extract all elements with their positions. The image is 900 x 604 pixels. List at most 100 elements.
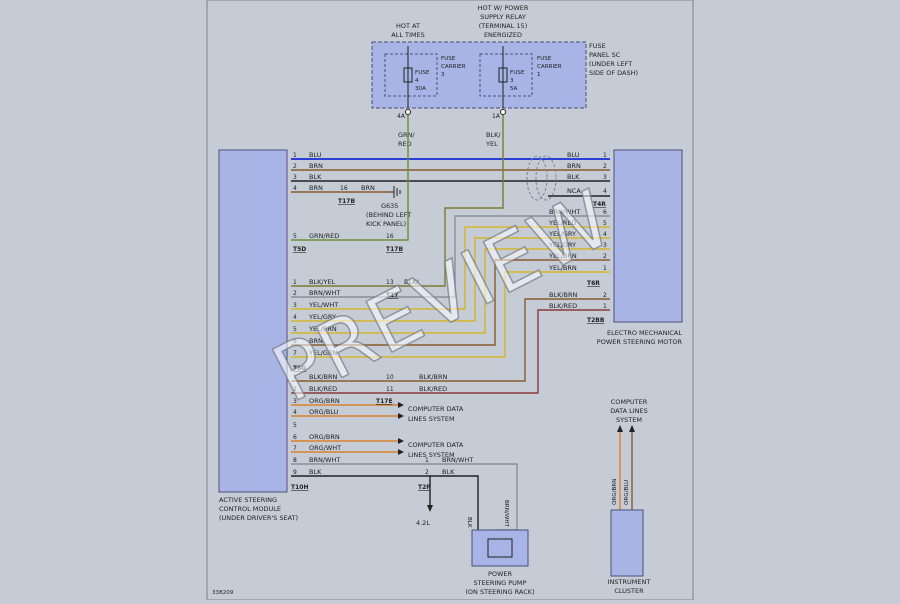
g4-wire-4: ORG/BLU <box>309 408 339 416</box>
g2-mid-pin: 16 <box>386 233 394 240</box>
hot-at-all-times-2: ALL TIMES <box>391 31 424 39</box>
g3-wire-3: YEL/WHT <box>308 301 338 309</box>
g4-pin-4: 4 <box>293 409 297 416</box>
g4-pin-8: 8 <box>293 457 297 464</box>
cluster-wire-left: ORG/BRN <box>612 479 618 505</box>
fuse-left-label-2: 4 <box>415 78 419 84</box>
g4-wire-6: ORG/BRN <box>309 433 340 441</box>
g4-data-lines-2a: COMPUTER DATA <box>408 441 464 449</box>
g1-pin-1: 1 <box>293 152 297 159</box>
g3-rwire-1: BRN/WHT <box>549 208 580 216</box>
g4-pin-6: 6 <box>293 434 297 441</box>
g3-rpin-4: 3 <box>603 242 607 249</box>
g4-wire-9: BLK <box>309 468 322 476</box>
g3-pin-1: 1 <box>293 279 297 286</box>
g3-wire-6: BRN <box>309 337 323 345</box>
g3-wire-7: YEL/GRN <box>308 349 337 357</box>
feed-right-wire-1: BLK/ <box>486 131 501 139</box>
right-module-name-2: POWER STEERING MOTOR <box>597 338 683 346</box>
arrow-data-1a <box>398 402 404 408</box>
g3-rpin2-2: 1 <box>603 303 607 310</box>
g3-wire-1: BLK/YEL <box>309 278 336 286</box>
cluster-name-1: INSTRUMENT <box>608 578 651 586</box>
arrow-data-1b <box>398 413 404 419</box>
g1-rpin-1: 1 <box>603 152 607 159</box>
g4-wire-1: BLK/BRN <box>309 373 338 381</box>
fuse-right-label-3: 5A <box>510 86 518 92</box>
shield-loop-1 <box>526 155 548 201</box>
wire-yel-gry <box>291 237 610 322</box>
group3-labels: 1 BLK/YEL 2 BRN/WHT 3 YEL/WHT 4 YEL/GRY … <box>293 208 607 372</box>
fuse-right-terminal: 1A <box>492 113 501 120</box>
fuse-right-label-1: FUSE <box>510 70 525 76</box>
g1-wire-3: BLK <box>309 173 322 181</box>
wire-blk-brn <box>291 298 610 382</box>
g2-mid-connector: T17B <box>386 246 403 253</box>
cluster-wire-right: ORG/BLU <box>624 480 630 505</box>
g4-pin-1: 1 <box>293 374 297 381</box>
ground-g635-icon <box>390 186 401 198</box>
g3-rwire-6: YEL/BRN <box>548 264 577 272</box>
fuse-left-box <box>384 53 438 97</box>
fuse-right-box <box>479 53 533 97</box>
fuse-left-carrier-1: FUSE <box>441 56 456 62</box>
g3-rwire-2: YEL/RED <box>548 219 577 227</box>
g4-mid-wire-9: BLK <box>442 468 455 476</box>
g3-pin-5: 5 <box>293 326 297 333</box>
g1-pin-2: 2 <box>293 163 297 170</box>
power-steering-pump <box>471 529 529 567</box>
cluster-top-3: SYSTEM <box>616 416 642 424</box>
g4-wire-3: ORG/BRN <box>309 397 340 405</box>
right-module-name-1: ELECTRO MECHANICAL <box>607 329 682 337</box>
group4-labels: 1 BLK/BRN 10 BLK/BRN 2 BLK/RED 11 BLK/RE… <box>291 373 473 527</box>
g3-wire-5: YEL/BRN <box>308 325 337 333</box>
g4-left-connector: T10H <box>291 484 308 491</box>
g3-rwire-3: YEL/GRY <box>548 230 576 238</box>
g4-pin-3: 3 <box>293 398 297 405</box>
pump-wire-left: BLK <box>466 517 472 528</box>
wire-blk-red <box>291 309 610 394</box>
g3-mid-connector: T17 <box>386 292 398 299</box>
g3-rwire-4: YEL/GRY <box>548 241 576 249</box>
g3-rpin-1: 6 <box>603 209 607 216</box>
g3-left-connector: T8G <box>293 365 306 372</box>
g1-pin-3: 3 <box>293 174 297 181</box>
g3-wire-4: YEL/GRY <box>308 313 336 321</box>
g3-wire-2: BRN/WHT <box>309 289 340 297</box>
figure-id: 338209 <box>212 590 234 596</box>
arrow-data-2b <box>398 449 404 455</box>
g1-rpin-2: 2 <box>603 163 607 170</box>
g1-rpin-4: 4 <box>603 188 607 195</box>
g4-mid-connector: T17E <box>376 398 393 405</box>
g2-pin: 5 <box>293 233 297 240</box>
g1-rwire-1: BLU <box>567 151 580 159</box>
g4-data-lines-2b: LINES SYSTEM <box>408 451 455 459</box>
fuse-panel-label-3: (UNDER LEFT <box>589 60 632 68</box>
g3-rpin-3: 4 <box>603 231 607 238</box>
g1-mid-connector: T17B <box>338 198 355 205</box>
shield-loop-2 <box>535 155 557 201</box>
hot-relay-3: (TERMINAL 15) <box>479 22 527 30</box>
g3-rpin-5: 2 <box>603 253 607 260</box>
g3-mid-wire: BLK/ <box>404 278 419 286</box>
power-steering-motor <box>613 149 683 323</box>
g4-mid-pin-1: 10 <box>386 374 394 381</box>
g4-pin-5: 5 <box>293 422 297 429</box>
g1-wire-2: BRN <box>309 162 323 170</box>
wire-yel-brn <box>291 248 610 334</box>
hot-relay-2: SUPPLY RELAY <box>480 13 526 21</box>
left-module-name-2: CONTROL MODULE <box>219 505 281 513</box>
g3-pin-7: 7 <box>293 350 297 357</box>
arrow-cluster-right <box>629 425 635 432</box>
g4-wire-7: ORG/WHT <box>309 444 341 452</box>
g2-wire: GRN/RED <box>309 232 339 240</box>
group2-labels: 5 GRN/RED 16 T5D T17B <box>293 232 403 253</box>
g1-rpin-3: 3 <box>603 174 607 181</box>
feed-left-wire-2: RED <box>398 140 412 148</box>
g3-rwire-5: YEL/BRN <box>548 252 577 260</box>
fuse-right-terminal-dot <box>500 109 506 115</box>
fuse-panel-label-2: PANEL SC <box>589 51 621 59</box>
g1-ground-3: KICK PANEL) <box>366 220 406 228</box>
